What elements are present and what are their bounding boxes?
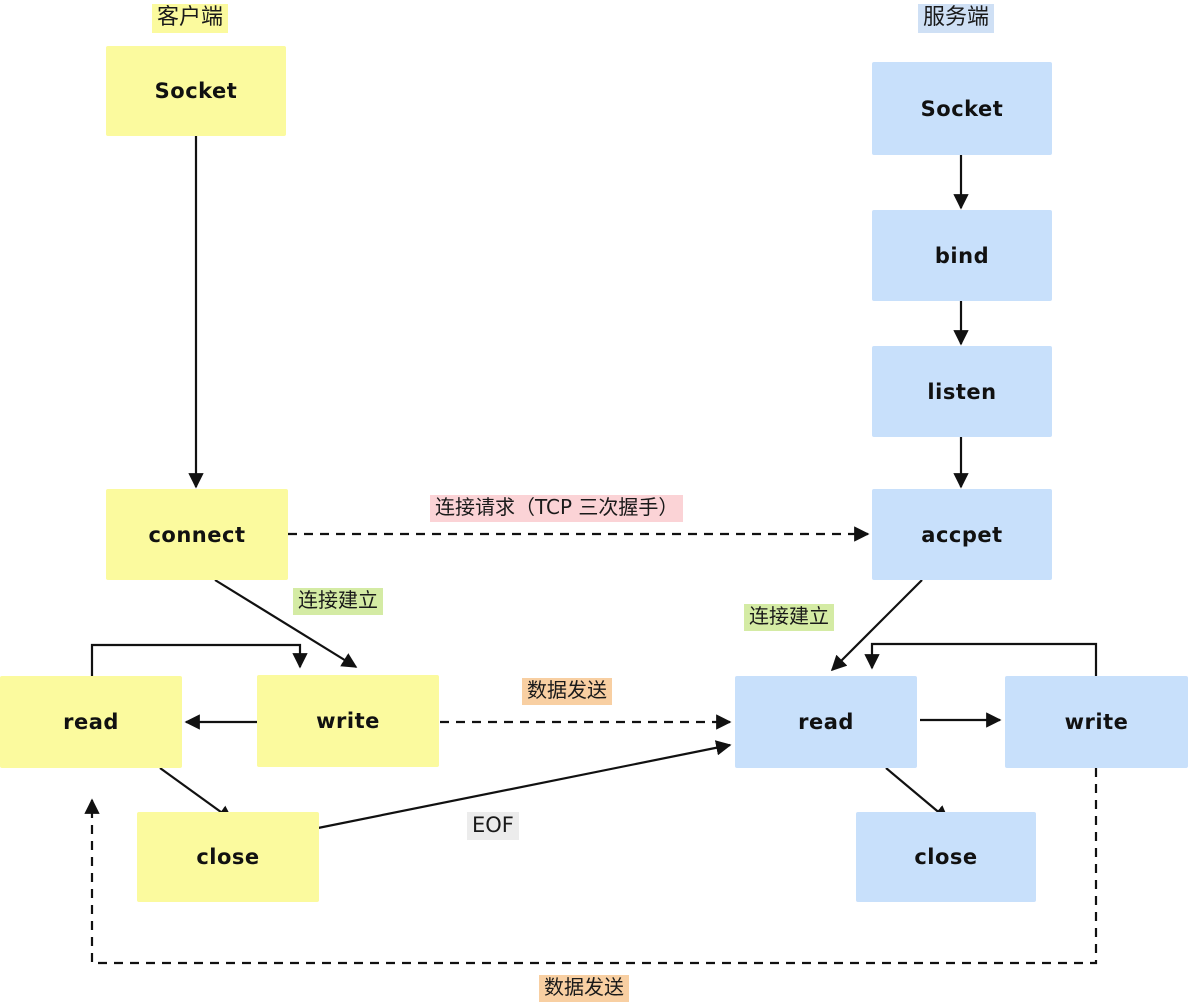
edge-client-read-to-write-loop <box>90 643 308 676</box>
node-client-write[interactable]: write <box>257 675 439 767</box>
node-server-read[interactable]: read <box>735 676 917 768</box>
node-client-read[interactable]: read <box>0 676 182 768</box>
server-column-header: 服务端 <box>918 4 995 34</box>
edge-server-write-to-read-loop <box>864 642 1098 676</box>
label-connection-established-client: 连接建立 <box>293 588 383 615</box>
node-server-bind[interactable]: bind <box>872 210 1052 301</box>
node-server-close[interactable]: close <box>856 812 1036 902</box>
node-client-connect[interactable]: connect <box>106 489 288 580</box>
node-server-write[interactable]: write <box>1005 676 1188 768</box>
label-data-send-bottom: 数据发送 <box>539 975 629 1002</box>
client-column-header: 客户端 <box>152 4 229 34</box>
node-client-close[interactable]: close <box>137 812 319 902</box>
label-eof: EOF <box>467 812 519 841</box>
label-connection-established-server: 连接建立 <box>744 604 834 631</box>
label-connect-request: 连接请求（TCP 三次握手） <box>430 495 684 522</box>
node-server-socket[interactable]: Socket <box>872 62 1052 155</box>
node-server-accept[interactable]: accpet <box>872 489 1052 580</box>
label-data-send-top: 数据发送 <box>522 678 612 705</box>
node-client-socket[interactable]: Socket <box>106 46 286 136</box>
edge-server-accept-to-read <box>830 579 923 672</box>
node-server-listen[interactable]: listen <box>872 346 1052 437</box>
